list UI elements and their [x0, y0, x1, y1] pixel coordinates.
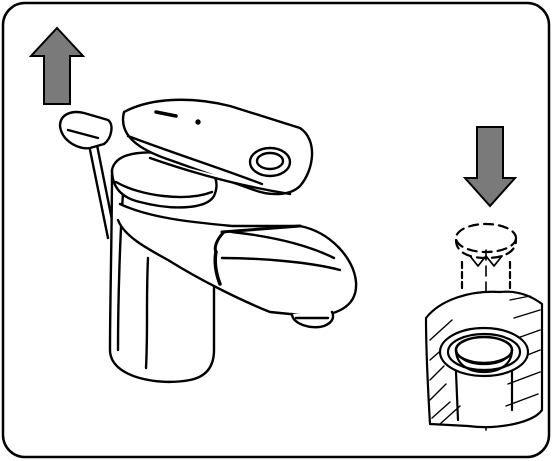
basin-mixer-tap-icon: [58, 98, 358, 384]
pop-up-lift-rod-icon: [58, 110, 116, 240]
arrow-down-icon: [462, 126, 518, 208]
arrow-up-icon: [28, 26, 86, 105]
pop-up-waste-drain-icon: [424, 222, 544, 431]
